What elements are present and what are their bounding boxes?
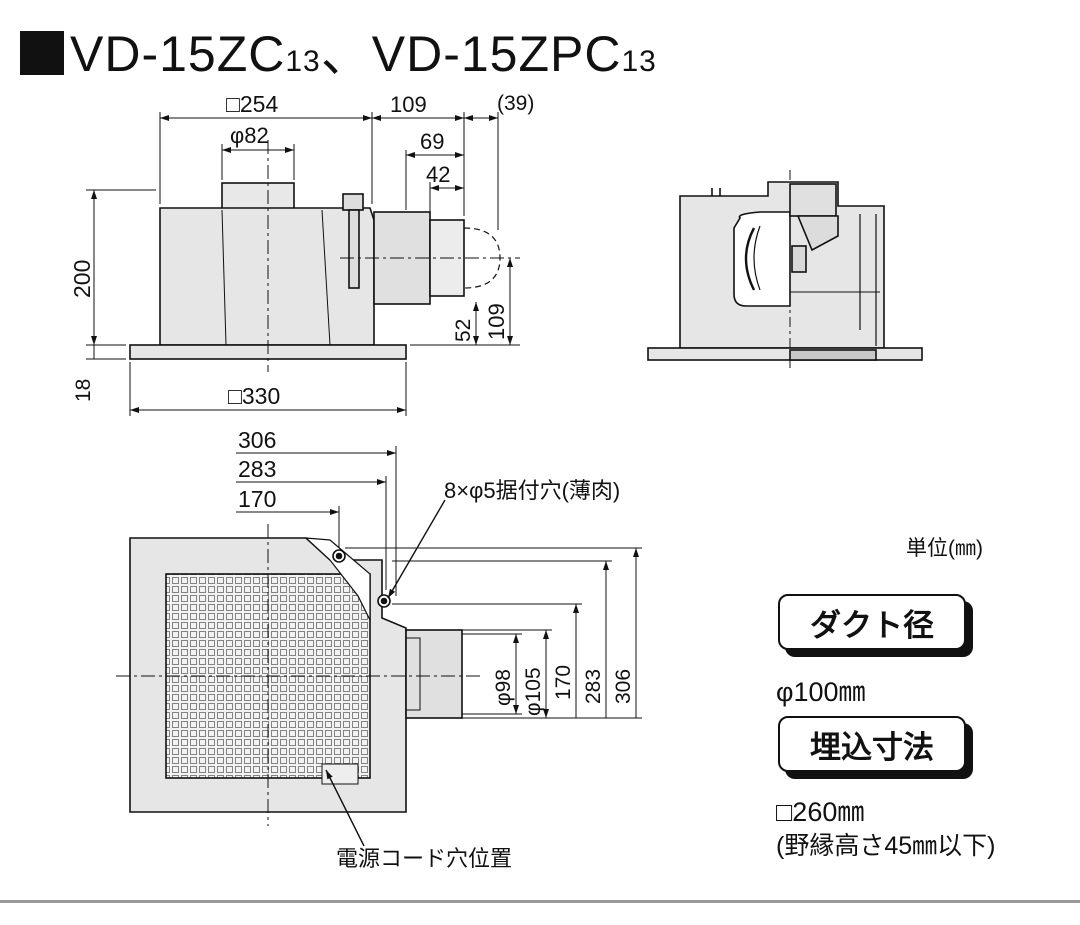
- dim-body-width: □254: [226, 91, 278, 117]
- mount-hole-icon: [332, 549, 346, 563]
- bottom-divider: [0, 900, 1080, 903]
- mount-hole-icon: [377, 594, 391, 608]
- opening-size-badge: 埋込寸法: [778, 716, 966, 772]
- dim-right-283: 283: [582, 669, 605, 704]
- opening-size-value: □260㎜: [776, 797, 865, 827]
- side-view: [86, 112, 520, 416]
- dim-outlet-center-52: 52: [452, 319, 475, 342]
- dim-outlet-length: 109: [390, 92, 427, 117]
- model-suffix-2: 13: [621, 45, 657, 78]
- duct-size-value: φ100㎜: [776, 677, 866, 707]
- model-name-1: VD-15ZC: [70, 26, 286, 82]
- dim-panel-width: □330: [228, 383, 280, 409]
- dim-outlet-69: 69: [420, 129, 444, 154]
- dim-phi105: φ105: [522, 667, 545, 716]
- title-separator: 、: [320, 26, 372, 82]
- dim-height: 200: [69, 260, 95, 298]
- duct-size-badge: ダクト径: [778, 594, 966, 650]
- unit-note: 単位(㎜): [906, 537, 983, 560]
- model-name-2: VD-15ZPC: [371, 26, 622, 82]
- dim-outlet-extension: (39): [497, 92, 534, 115]
- side-body: [159, 207, 375, 346]
- top-duct-collar: [221, 182, 295, 210]
- section-view: [647, 170, 923, 368]
- title-square-icon: [20, 31, 64, 75]
- opening-size-note: (野縁高さ45㎜以下): [776, 832, 996, 860]
- dim-flange: 18: [72, 379, 95, 402]
- power-cord-label: 電源コード穴位置: [336, 846, 512, 871]
- dim-plan-170: 170: [238, 486, 276, 512]
- dim-outlet-center-109: 109: [484, 303, 509, 340]
- dim-right-170: 170: [552, 665, 575, 700]
- dim-top-duct-dia: φ82: [230, 123, 269, 148]
- model-suffix-1: 13: [285, 45, 321, 78]
- dim-outlet-42: 42: [426, 162, 450, 187]
- mount-holes-label: 8×φ5据付穴(薄肉): [444, 478, 620, 503]
- plan-outlet-duct: [405, 629, 463, 719]
- plan-view: [116, 446, 642, 847]
- dim-plan-306: 306: [238, 427, 276, 453]
- dim-right-306: 306: [612, 669, 635, 704]
- dim-phi98: φ98: [492, 669, 515, 706]
- dim-plan-283: 283: [238, 456, 276, 482]
